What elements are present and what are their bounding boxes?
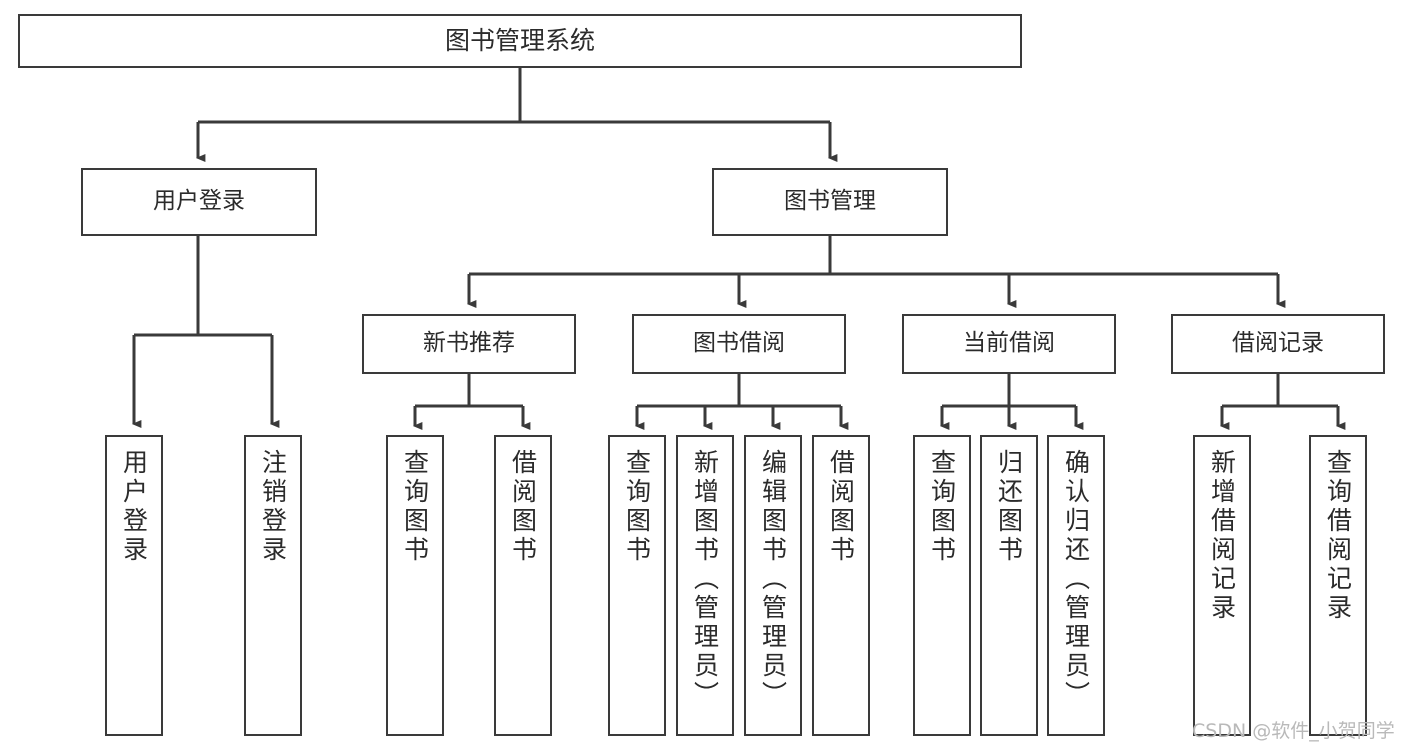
node-label: 借阅图书 <box>508 449 538 565</box>
node-label: 新增图书（管理员） <box>690 449 720 710</box>
node-borrow-record[interactable]: 借阅记录 <box>1171 314 1385 374</box>
edges-userlogin-to-leaves <box>131 236 280 429</box>
node-root-book-management-system[interactable]: 图书管理系统 <box>18 14 1022 68</box>
node-leaf-borrow-book-newbook[interactable]: 借阅图书 <box>494 435 552 736</box>
node-label: 确认归还（管理员） <box>1061 449 1091 710</box>
node-leaf-confirm-return-admin[interactable]: 确认归还（管理员） <box>1047 435 1105 736</box>
node-leaf-add-borrow-record[interactable]: 新增借阅记录 <box>1193 435 1251 736</box>
node-label: 新增借阅记录 <box>1207 449 1237 623</box>
edges-current-to-leaves <box>939 374 1084 431</box>
node-user-login[interactable]: 用户登录 <box>81 168 317 236</box>
node-label: 查询图书 <box>400 449 430 565</box>
node-leaf-borrow-book[interactable]: 借阅图书 <box>812 435 870 736</box>
node-leaf-query-book-newbook[interactable]: 查询图书 <box>386 435 444 736</box>
node-book-management[interactable]: 图书管理 <box>712 168 948 236</box>
node-leaf-add-book-admin[interactable]: 新增图书（管理员） <box>676 435 734 736</box>
node-leaf-logout[interactable]: 注销登录 <box>244 435 302 736</box>
node-label: 查询图书 <box>927 449 957 565</box>
node-label: 图书借阅 <box>693 330 785 357</box>
node-label: 查询图书 <box>622 449 652 565</box>
node-label: 编辑图书（管理员） <box>758 449 788 710</box>
edges-bookmgmt-to-level2 <box>466 236 1286 309</box>
node-leaf-query-borrow-record[interactable]: 查询借阅记录 <box>1309 435 1367 736</box>
node-book-borrow[interactable]: 图书借阅 <box>632 314 846 374</box>
node-leaf-return-book[interactable]: 归还图书 <box>980 435 1038 736</box>
node-label: 图书管理 <box>784 188 876 215</box>
node-new-book-recommend[interactable]: 新书推荐 <box>362 314 576 374</box>
node-label: 新书推荐 <box>423 330 515 357</box>
node-leaf-user-login[interactable]: 用户登录 <box>105 435 163 736</box>
node-label: 注销登录 <box>258 449 288 565</box>
node-label: 图书管理系统 <box>444 26 595 56</box>
node-label: 用户登录 <box>119 449 149 565</box>
node-label: 借阅记录 <box>1232 330 1324 357</box>
node-leaf-query-book-borrow[interactable]: 查询图书 <box>608 435 666 736</box>
node-label: 归还图书 <box>994 449 1024 565</box>
node-current-borrow[interactable]: 当前借阅 <box>902 314 1116 374</box>
node-label: 当前借阅 <box>963 330 1055 357</box>
node-leaf-edit-book-admin[interactable]: 编辑图书（管理员） <box>744 435 802 736</box>
node-leaf-query-book-current[interactable]: 查询图书 <box>913 435 971 736</box>
edges-borrow-to-leaves <box>634 374 849 431</box>
edges-root-to-level1 <box>195 68 838 163</box>
node-label: 查询借阅记录 <box>1323 449 1353 623</box>
edges-newbook-to-leaves <box>412 374 531 431</box>
edges-record-to-leaves <box>1219 374 1346 431</box>
node-label: 用户登录 <box>153 188 245 215</box>
node-label: 借阅图书 <box>826 449 856 565</box>
